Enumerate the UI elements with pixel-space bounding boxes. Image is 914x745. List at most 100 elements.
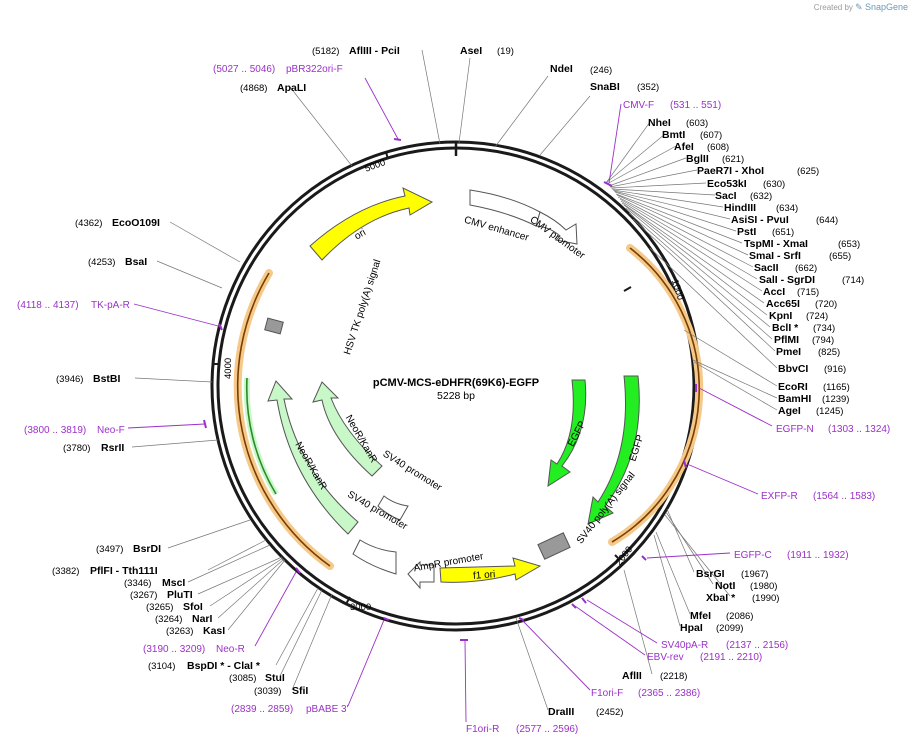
primer-pbr322ori-f-range: (5027 .. 5046) <box>213 64 275 75</box>
primer-neo-f: Neo-F <box>97 425 125 436</box>
enzyme-acc65I: Acc65I <box>766 298 800 310</box>
scale-tick-marks <box>212 151 632 605</box>
feature-label-egfp-inner: EGFP <box>566 419 589 448</box>
primer-f1ori-f-range: (2365 .. 2386) <box>638 688 700 699</box>
enzyme-rsrII: RsrII <box>101 442 124 454</box>
enzyme-paer7I-xhoI: PaeR7I - XhoI <box>697 165 764 177</box>
enzyme-bsrdI-pos: (3497) <box>96 544 123 555</box>
enzyme-tspmI-xmaI: TspMI - XmaI <box>744 238 808 250</box>
primer-cmv-f-range: (531 .. 551) <box>670 100 721 111</box>
feature-label-cmv-promoter: CMV promoter <box>528 214 588 262</box>
enzyme-sacI: SacI <box>715 190 737 202</box>
enzyme-narI: NarI <box>192 613 213 625</box>
primer-cmv-f: CMV-F <box>623 100 654 111</box>
enzyme-pmeI: PmeI <box>776 346 801 358</box>
enzyme-ndeI-pos: (246) <box>590 65 612 76</box>
enzyme-asisI-pvuI: AsiSI - PvuI <box>731 214 789 226</box>
enzyme-eco53kI: Eco53kI <box>707 178 747 190</box>
primer-egfp-n-range: (1303 .. 1324) <box>828 424 890 435</box>
primer-ebv-rev: EBV-rev <box>647 652 684 663</box>
enzyme-stuI: StuI <box>265 672 285 684</box>
enzyme-pluTI-pos: (3267) <box>130 590 157 601</box>
enzyme-leader-lines <box>131 49 778 711</box>
enzyme-pflmI-pos: (794) <box>812 335 834 346</box>
enzyme-snaBI-pos: (352) <box>637 82 659 93</box>
feature-ori-arrow <box>309 187 434 261</box>
primer-exfp-r: EXFP-R <box>761 491 798 502</box>
enzyme-sfoI-pos: (3265) <box>146 602 173 613</box>
feature-sv40-promoter-inner-arrow <box>377 495 409 521</box>
enzyme-xbaI-pos: (1990) <box>752 593 779 604</box>
enzyme-pflmI: PflMI <box>774 334 799 346</box>
enzyme-sfiI: SfiI <box>292 685 308 697</box>
enzyme-xbaI: XbaI * <box>706 592 736 604</box>
enzyme-hpaI-pos: (2099) <box>716 623 743 634</box>
enzyme-accI: AccI <box>763 286 785 298</box>
primer-f1ori-r-range: (2577 .. 2596) <box>516 724 578 735</box>
enzyme-aflIII-pciI: AflIII - PciI <box>349 45 400 57</box>
enzyme-nheI: NheI <box>648 117 671 129</box>
enzyme-sfiI-pos: (3039) <box>254 686 281 697</box>
enzyme-snaBI: SnaBI <box>590 81 620 93</box>
enzyme-ageI-pos: (1245) <box>816 406 843 417</box>
enzyme-bclI-pos: (734) <box>813 323 835 334</box>
primer-sv40pa-r-range: (2137 .. 2156) <box>726 640 788 651</box>
enzyme-pflfI-tth111I: PflFI - Tth111I <box>90 565 158 577</box>
enzyme-aseI: AseI <box>460 45 482 57</box>
enzyme-labels: AseI (19) NdeI (246) SnaBI (352) NheI (6… <box>52 45 864 718</box>
enzyme-sacII: SacII <box>754 262 779 274</box>
primer-site-marks <box>203 138 697 641</box>
feature-neo-inner-arrow <box>312 381 383 477</box>
enzyme-pstI-pos: (651) <box>772 227 794 238</box>
primer-pbr322ori-f: pBR322ori-F <box>286 64 343 75</box>
enzyme-ndeI: NdeI <box>550 63 573 75</box>
primer-sv40pa-r: SV40pA-R <box>661 640 708 651</box>
enzyme-ecoO109I-pos: (4362) <box>75 218 102 229</box>
enzyme-bsrdI: BsrDI <box>133 543 161 555</box>
enzyme-kpnI: KpnI <box>769 310 792 322</box>
feature-cmv-promoter-arrow <box>535 211 578 245</box>
enzyme-bsaI: BsaI <box>125 256 147 268</box>
enzyme-bstBI-pos: (3946) <box>56 374 83 385</box>
tick-3000: 3000 <box>350 602 371 613</box>
primer-neo-r: Neo-R <box>216 644 245 655</box>
feature-label-f1-ori: f1 ori <box>473 569 496 582</box>
enzyme-narI-pos: (3264) <box>155 614 182 625</box>
enzyme-bspdI-claI: BspDI * - ClaI * <box>187 660 261 672</box>
enzyme-bspdI-claI-pos: (3104) <box>148 661 175 672</box>
enzyme-pluTI: PluTI <box>167 589 193 601</box>
feature-egfp-inner-arrow <box>547 379 587 487</box>
enzyme-bstBI: BstBI <box>93 373 121 385</box>
enzyme-mfeI: MfeI <box>690 610 711 622</box>
enzyme-bmtI: BmtI <box>662 129 685 141</box>
enzyme-pstI: PstI <box>737 226 756 238</box>
enzyme-paer7I-xhoI-pos: (625) <box>797 166 819 177</box>
enzyme-bbvcI: BbvCI <box>778 363 808 375</box>
feature-label-hsv-tk-polya: HSV TK poly(A) signal <box>342 258 383 356</box>
enzyme-notI-pos: (1980) <box>750 581 777 592</box>
primer-egfp-c: EGFP-C <box>734 550 772 561</box>
enzyme-hindIII-pos: (634) <box>776 203 798 214</box>
enzyme-smaI-srfI: SmaI - SrfI <box>749 250 801 262</box>
enzyme-acc65I-pos: (720) <box>815 299 837 310</box>
orf-arc-neo-arrow <box>236 272 331 567</box>
enzyme-mfeI-pos: (2086) <box>726 611 753 622</box>
enzyme-bamHI-pos: (1239) <box>822 394 849 405</box>
feature-sv40-promoter-outer-arrow <box>352 539 397 575</box>
enzyme-afeI: AfeI <box>674 141 694 153</box>
primer-pbabe-3-range: (2839 .. 2859) <box>231 704 293 715</box>
enzyme-ecoO109I: EcoO109I <box>112 217 160 229</box>
enzyme-bsrgI-pos: (1967) <box>741 569 768 580</box>
primer-neo-f-range: (3800 .. 3819) <box>24 425 86 436</box>
enzyme-pmeI-pos: (825) <box>818 347 840 358</box>
primer-tk-pa-r-range: (4118 .. 4137) <box>17 300 79 311</box>
credit-prefix: Created by <box>813 3 853 12</box>
credit-brand: SnapGene <box>864 2 908 12</box>
enzyme-stuI-pos: (3085) <box>229 673 256 684</box>
feature-egfp-outer-arrow <box>587 375 640 525</box>
enzyme-apaLI-pos: (4868) <box>240 83 267 94</box>
feature-ampr-promoter-arrow <box>407 560 435 590</box>
feature-hsv-tk-polya-box <box>264 317 284 335</box>
enzyme-aflII-pos: (2218) <box>660 671 687 682</box>
